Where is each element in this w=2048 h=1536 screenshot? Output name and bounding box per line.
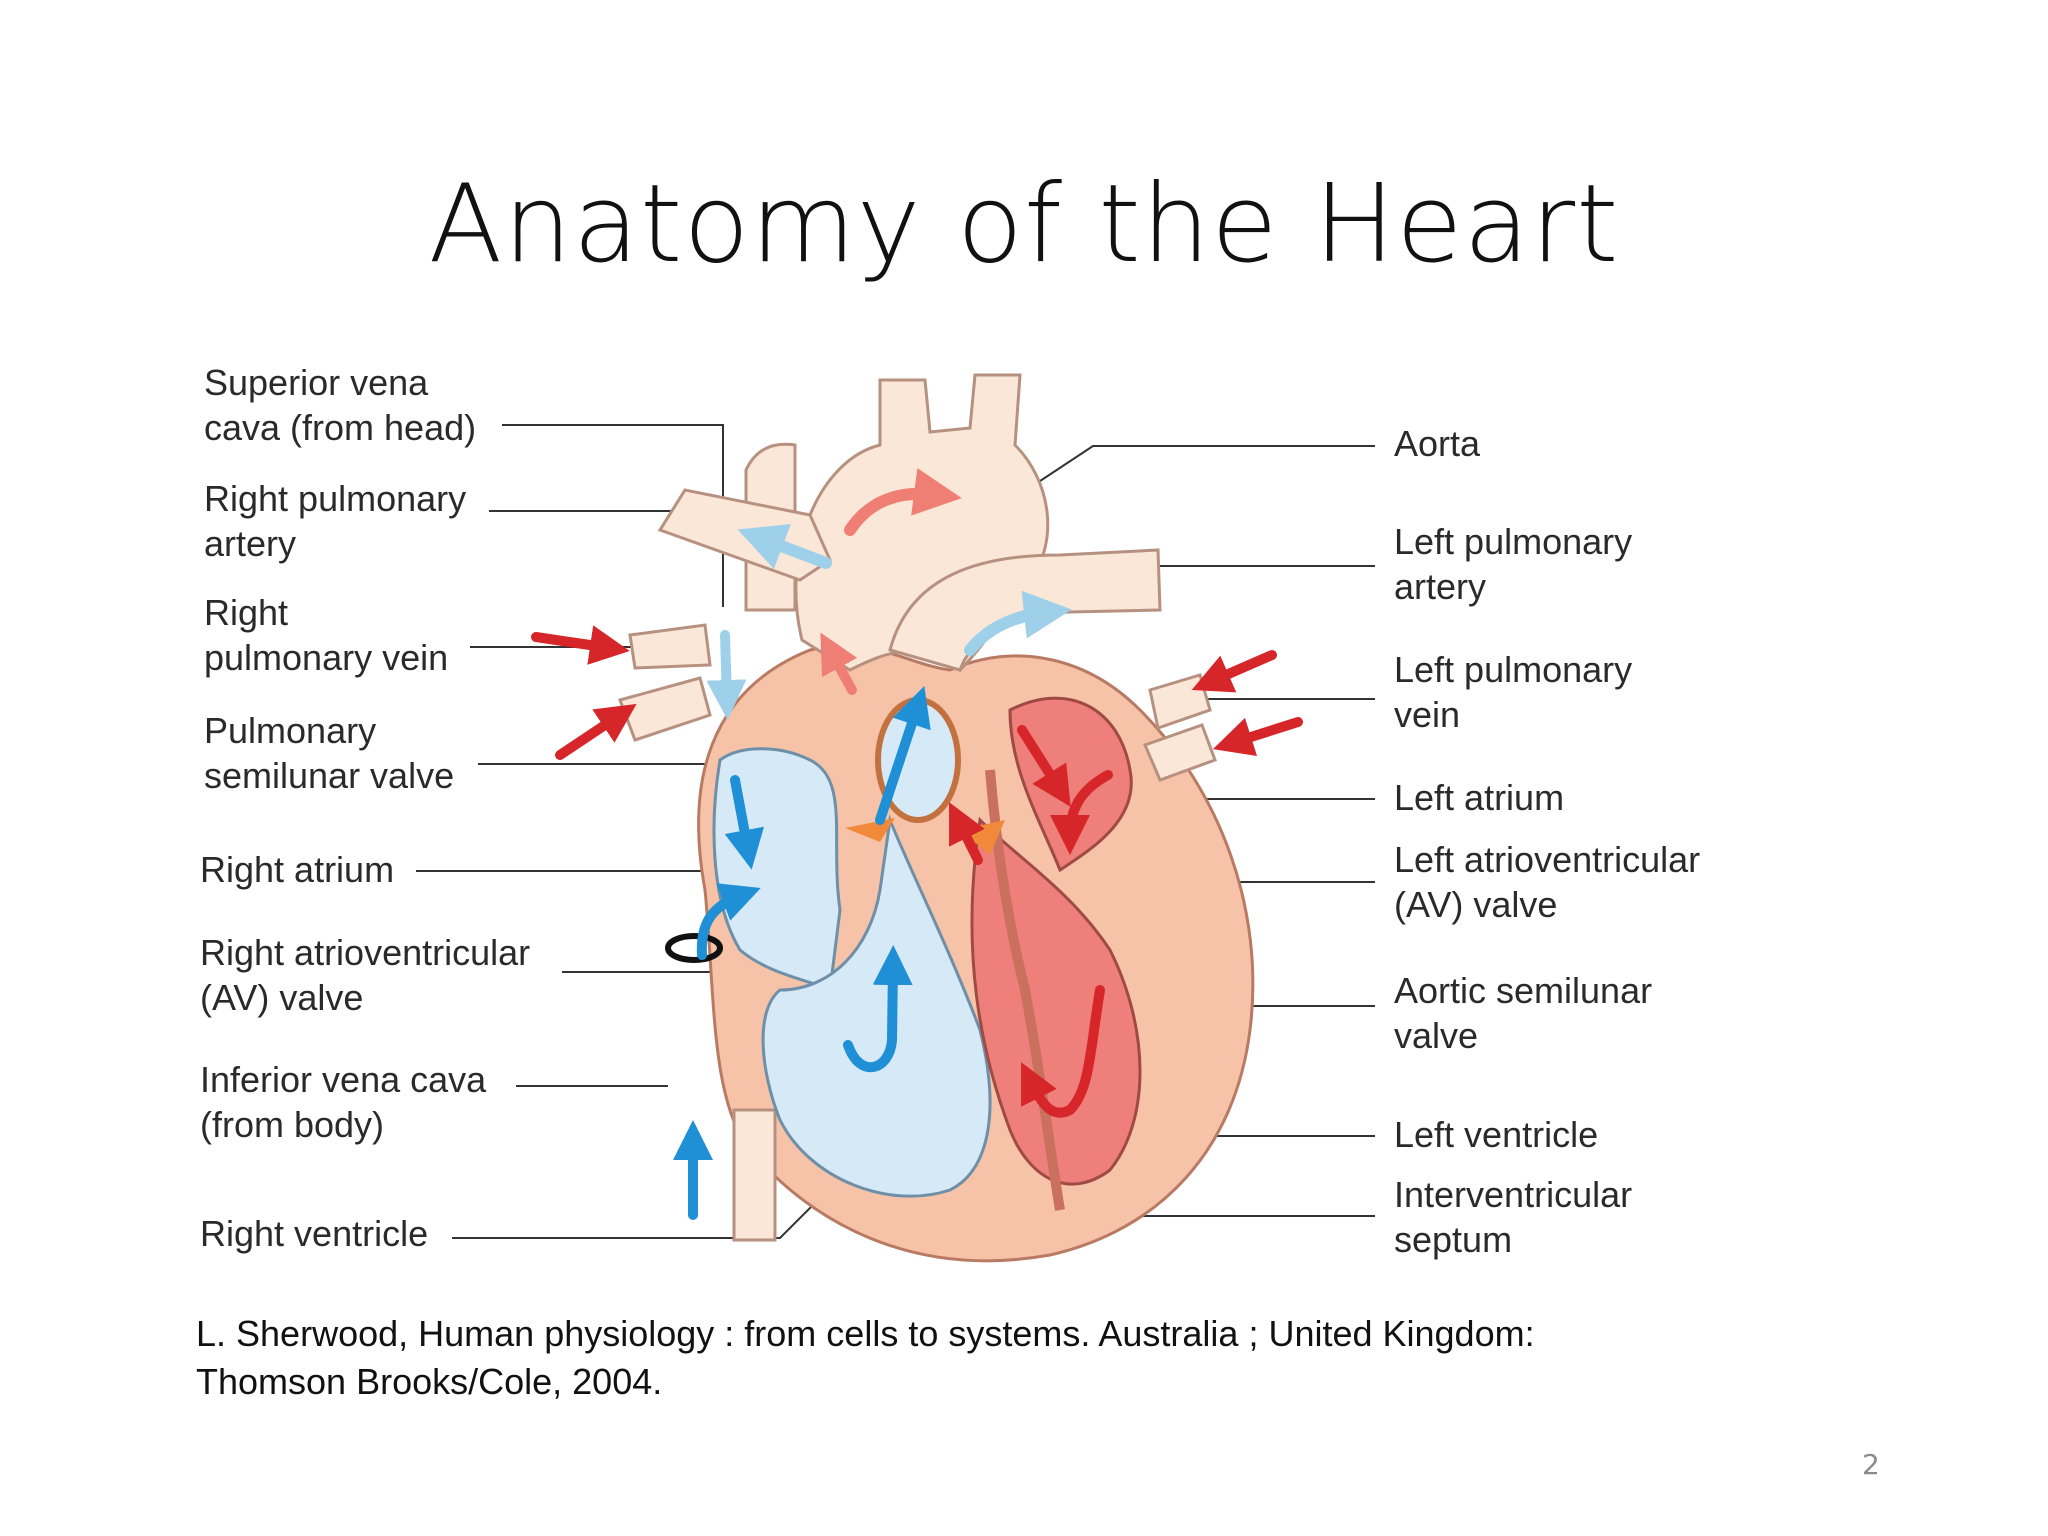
heart-illustration: [416, 373, 1375, 1263]
label-left-pulmonary-artery: Left pulmonary artery: [1394, 521, 1633, 607]
slide-title: Anatomy of the Heart: [428, 162, 1620, 287]
citation: L. Sherwood, Human physiology : from cel…: [196, 1313, 1535, 1402]
right-ventricle: [761, 814, 992, 1198]
label-left-av-valve: Left atrioventricular (AV) valve: [1394, 839, 1701, 925]
left-ventricle: [970, 816, 1142, 1186]
label-pulmonary-semilunar-valve: Pulmonary semilunar valve: [204, 710, 455, 796]
left-pulmonary-vein-upper: [1148, 673, 1212, 730]
label-left-pulmonary-vein: Left pulmonary vein: [1394, 649, 1633, 735]
left-pulmonary-vein-lower: [1142, 723, 1217, 782]
label-interventricular-septum: Interventricular septum: [1394, 1174, 1633, 1260]
label-left-ventricle: Left ventricle: [1394, 1114, 1599, 1155]
inferior-vena-cava: [732, 1108, 777, 1242]
right-av-valve-ring: [665, 933, 723, 963]
label-right-pulmonary-vein: Right pulmonary vein: [204, 592, 449, 678]
label-right-atrium: Right atrium: [200, 849, 395, 890]
flow-arrows: [531, 468, 1303, 1220]
page-number: 2: [1862, 1448, 1880, 1481]
label-right-ventricle: Right ventricle: [200, 1213, 429, 1254]
right-pulmonary-vein-lower: [618, 676, 712, 742]
label-right-pulmonary-artery: Right pulmonary artery: [204, 478, 467, 564]
label-aortic-semilunar-valve: Aortic semilunar valve: [1394, 970, 1653, 1056]
label-left-atrium: Left atrium: [1394, 777, 1565, 818]
heart-diagram: Superior vena cava (from head) Right pul…: [190, 350, 1770, 1290]
label-aorta: Aorta: [1394, 423, 1481, 464]
label-inferior-vena-cava: Inferior vena cava (from body): [200, 1059, 487, 1145]
label-superior-vena-cava: Superior vena cava (from head): [204, 362, 477, 448]
label-right-av-valve: Right atrioventricular (AV) valve: [200, 932, 531, 1018]
right-pulmonary-vein-upper: [628, 623, 712, 670]
